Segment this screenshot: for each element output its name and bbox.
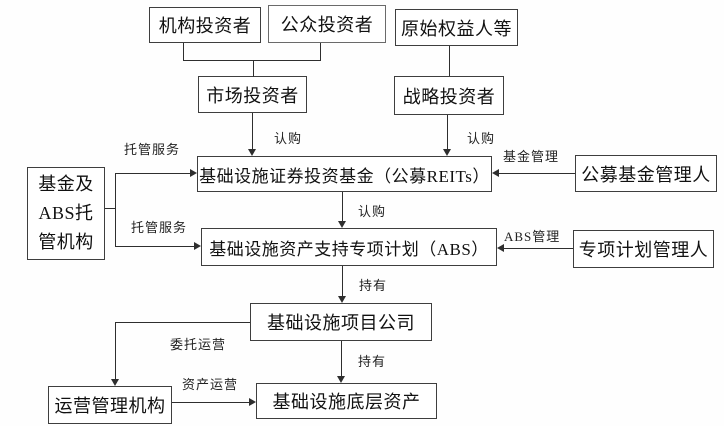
- arrowhead-strategic-to-reits: [443, 149, 451, 156]
- edge-market-to-reits-line: [252, 113, 253, 150]
- edge-custodian-to-reits-line: [115, 173, 191, 174]
- arrowhead-custodian-to-abs: [194, 242, 201, 250]
- edge-label-entrusted-operation: 委托运营: [170, 337, 227, 352]
- node-custodian: 基金及 ABS托 管机构: [27, 167, 105, 260]
- edge-label-custody-service-lower: 托管服务: [131, 220, 188, 235]
- node-original-equity-holders: 原始权益人等: [395, 9, 518, 46]
- arrowhead-market-to-reits: [248, 149, 256, 156]
- edge-custodian-to-abs-line: [115, 246, 195, 247]
- node-project-company: 基础设施项目公司: [250, 303, 432, 341]
- arrowhead-projectcompany-to-opmanager: [111, 379, 119, 386]
- edge-projectcompany-to-opmanager-vline: [115, 322, 116, 379]
- edge-label-abs-management: ABS管理: [504, 229, 561, 244]
- connector-institutional-down: [183, 43, 184, 60]
- edge-label-holding-upper: 持有: [359, 278, 388, 293]
- edge-projectcompany-to-assets-line: [341, 341, 342, 376]
- node-abs-plan: 基础设施资产支持专项计划（ABS）: [201, 228, 497, 266]
- edge-fundmanager-to-reits-line: [499, 173, 575, 174]
- node-public-fund-manager: 公募基金管理人: [575, 155, 717, 192]
- edge-label-custody-service-upper: 托管服务: [124, 142, 181, 157]
- node-market-investors: 市场投资者: [198, 76, 307, 113]
- edge-custodian-stub: [105, 208, 115, 209]
- connector-public-down: [320, 43, 321, 60]
- node-operation-manager: 运营管理机构: [48, 386, 172, 424]
- edge-projectcompany-to-opmanager-hline: [115, 322, 250, 323]
- connector-original-to-strategic: [449, 46, 450, 76]
- connector-merge-to-market: [253, 60, 254, 77]
- arrowhead-abs-to-projectcompany: [338, 296, 346, 303]
- edge-opmanager-to-assets-line: [172, 402, 249, 403]
- edge-label-holding-lower: 持有: [358, 354, 387, 369]
- node-underlying-assets: 基础设施底层资产: [256, 383, 437, 419]
- arrowhead-fundmanager-to-reits: [492, 169, 499, 177]
- edge-custodian-trunk: [115, 173, 116, 247]
- node-public-investors: 公众投资者: [268, 5, 386, 43]
- arrowhead-custodian-to-reits: [190, 169, 197, 177]
- arrowhead-planmanager-to-abs: [497, 244, 504, 252]
- node-reits-fund: 基础设施证券投资基金（公募REITs）: [197, 156, 492, 192]
- edge-reits-to-abs-line: [342, 192, 343, 221]
- arrowhead-opmanager-to-assets: [249, 398, 256, 406]
- arrowhead-projectcompany-to-assets: [337, 376, 345, 383]
- edge-planmanager-to-abs-line: [504, 248, 573, 249]
- edge-label-subscription-market: 认购: [274, 131, 303, 146]
- connector-investors-merge: [183, 60, 321, 61]
- edge-abs-to-projectcompany-line: [342, 266, 343, 296]
- arrowhead-reits-to-abs: [338, 221, 346, 228]
- edge-label-asset-operation: 资产运营: [182, 377, 239, 392]
- edge-label-subscription-strategic: 认购: [467, 131, 496, 146]
- node-institutional-investors: 机构投资者: [149, 7, 261, 43]
- edge-strategic-to-reits-line: [447, 115, 448, 150]
- node-strategic-investors: 战略投资者: [394, 76, 504, 115]
- node-special-plan-manager: 专项计划管理人: [573, 230, 714, 268]
- edge-label-subscription-reits: 认购: [358, 204, 387, 219]
- edge-label-fund-management: 基金管理: [503, 149, 560, 164]
